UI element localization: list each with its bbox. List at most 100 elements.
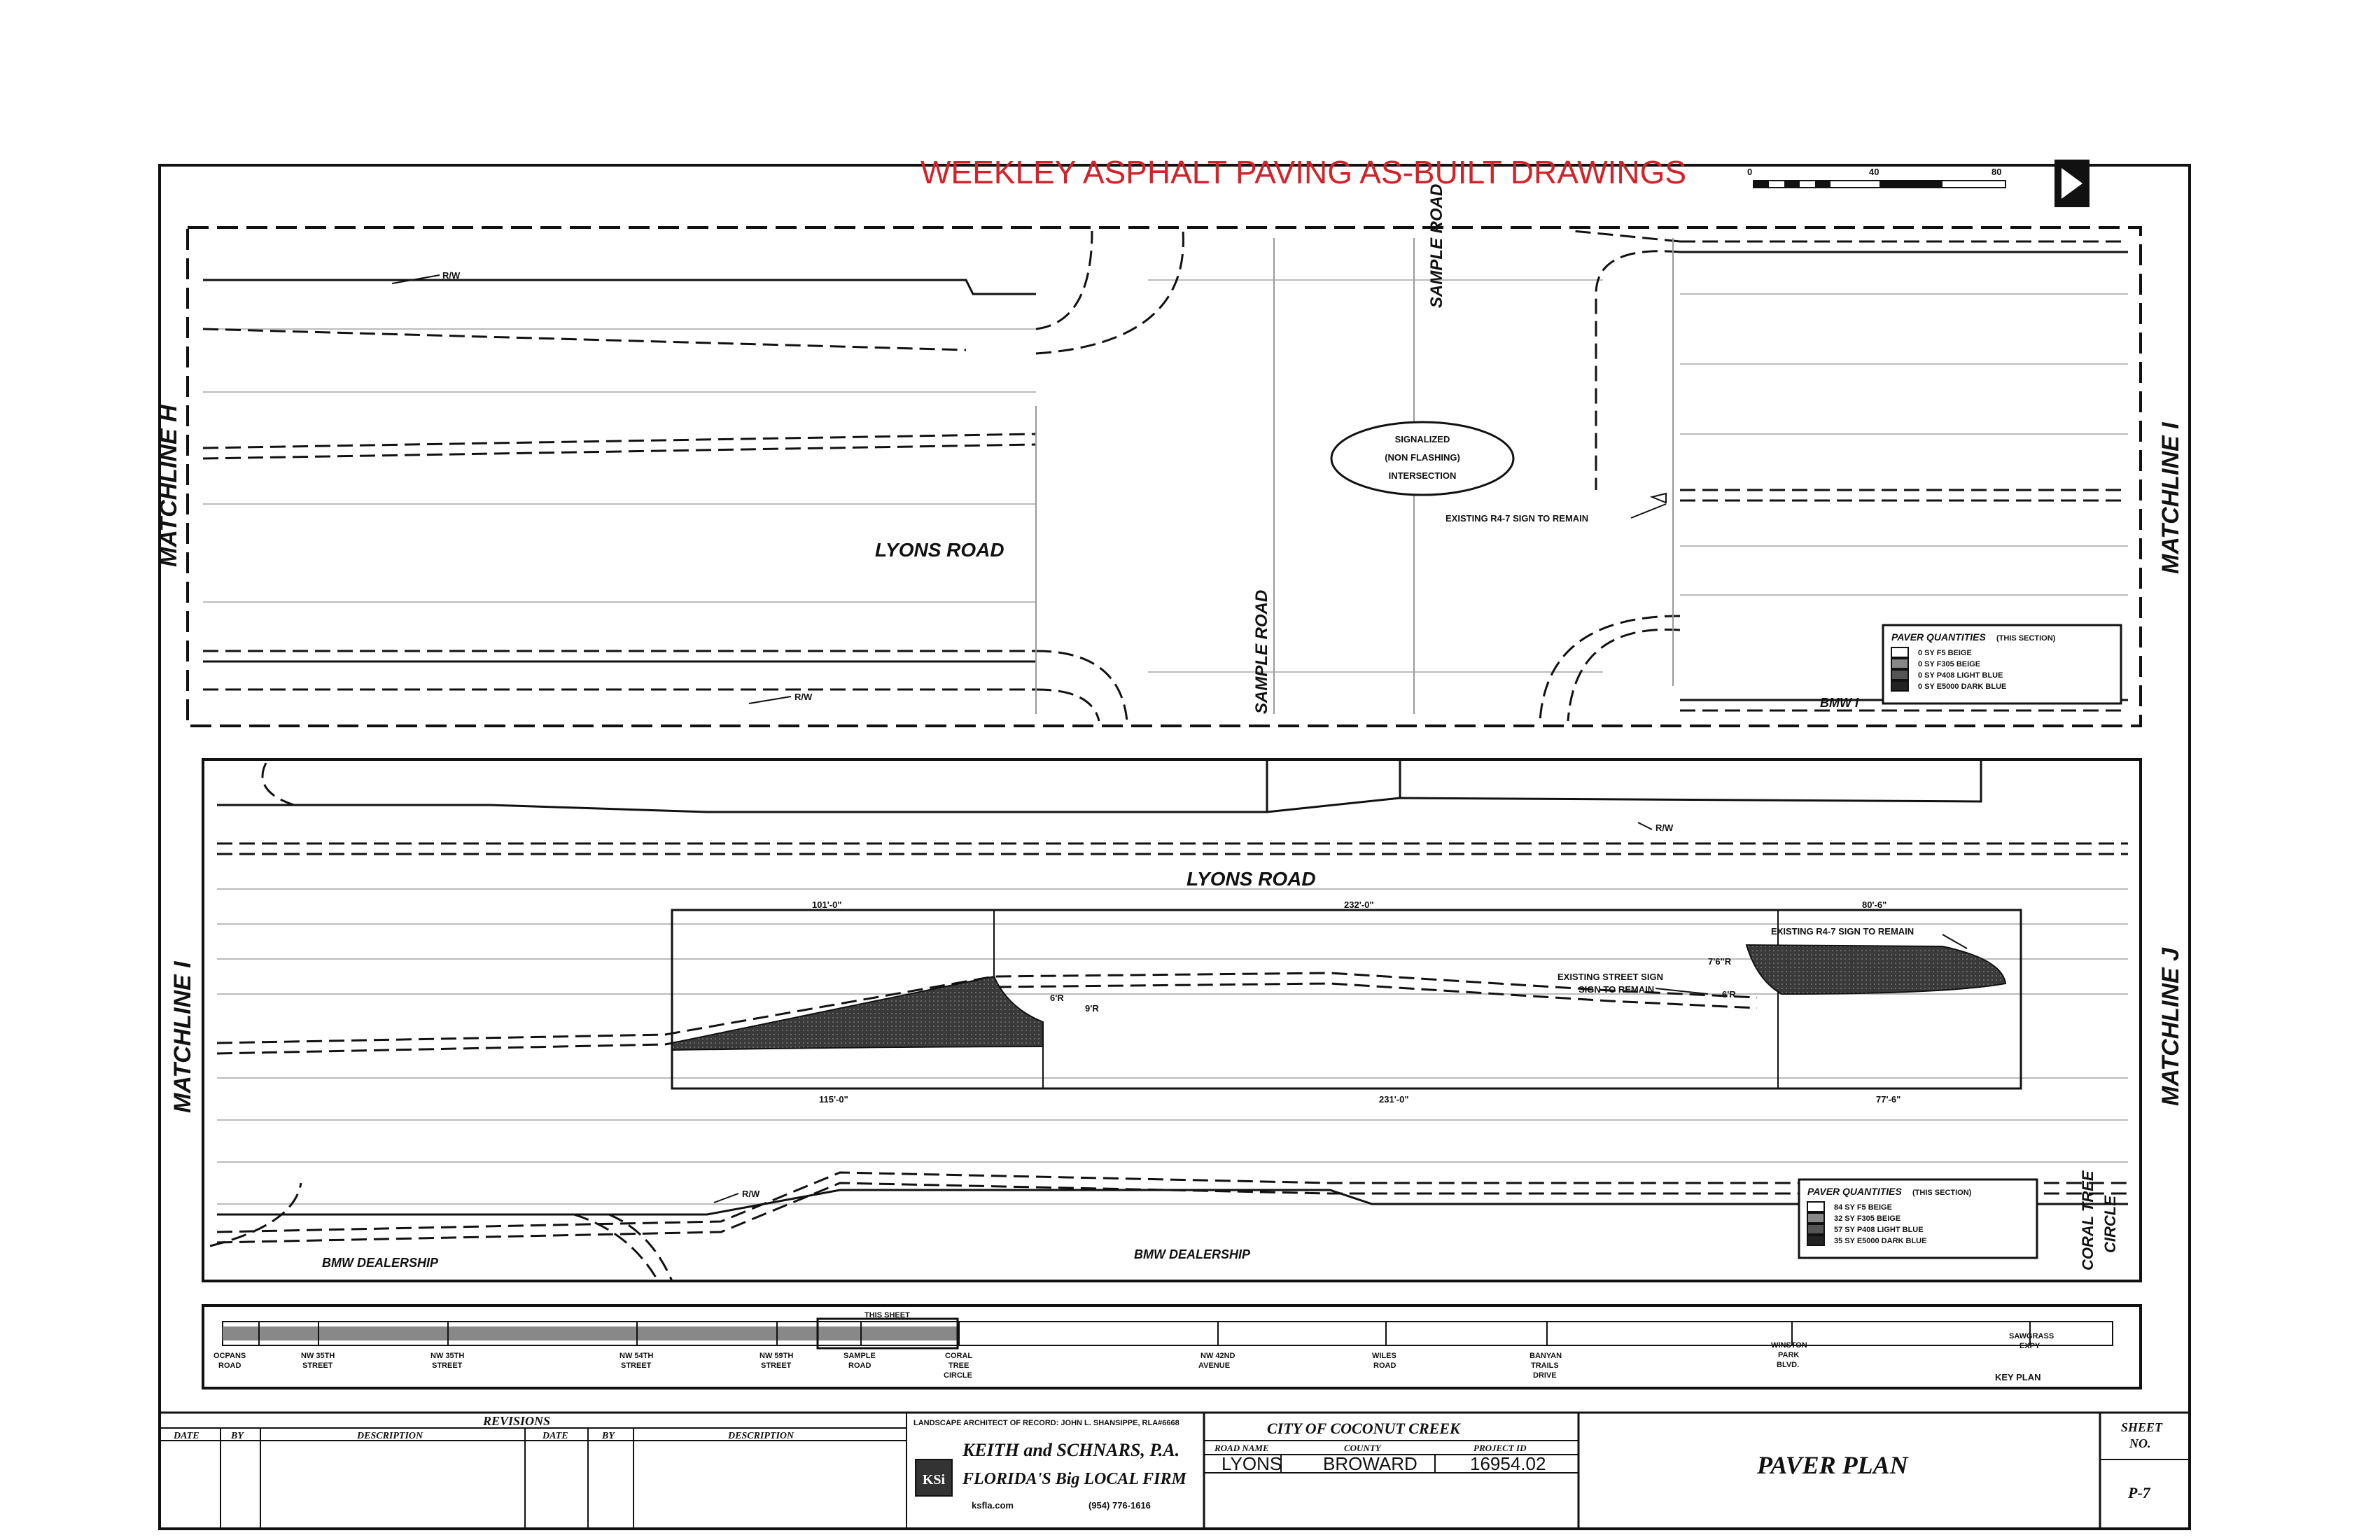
firm-website: ksfla.com bbox=[972, 1500, 1014, 1511]
top-plan: MATCHLINE H MATCHLINE I LYONS ROAD SAMPL… bbox=[155, 184, 2184, 727]
road-name-value: LYONS bbox=[1222, 1453, 1282, 1474]
svg-text:STREET: STREET bbox=[621, 1362, 652, 1370]
top-qty-p408: 0 SY P408 LIGHT BLUE bbox=[1918, 671, 2003, 680]
svg-text:TREE: TREE bbox=[948, 1362, 969, 1370]
svg-text:STREET: STREET bbox=[761, 1362, 792, 1370]
svg-text:TRAILS: TRAILS bbox=[1531, 1362, 1559, 1370]
bottom-qty-e5000: 35 SY E5000 DARK BLUE bbox=[1834, 1237, 1926, 1245]
project-id-value: 16954.02 bbox=[1470, 1453, 1546, 1474]
top-qty-e5000: 0 SY E5000 DARK BLUE bbox=[1918, 682, 2006, 691]
dim-bottom-1: 115'-0" bbox=[819, 1094, 848, 1105]
top-qty-f305: 0 SY F305 BEIGE bbox=[1918, 660, 1980, 668]
key-plan: THIS SHEET OCPANS ROAD NW 35TH STREET NW… bbox=[202, 1304, 2142, 1390]
svg-text:PARK: PARK bbox=[1778, 1351, 1799, 1359]
bmw-label-top: BMW I bbox=[1820, 696, 1859, 710]
signal-callout bbox=[1330, 421, 1515, 496]
rw-label-bottom-top: R/W bbox=[1656, 822, 1674, 833]
rw-label-bottom: R/W bbox=[742, 1189, 760, 1199]
signal-note-line3: INTERSECTION bbox=[1389, 470, 1457, 481]
svg-text:STREET: STREET bbox=[302, 1362, 333, 1370]
revisions-label: REVISIONS bbox=[482, 1414, 550, 1428]
street-sign-note-1: EXISTING STREET SIGN bbox=[1558, 972, 1663, 982]
svg-text:ROAD: ROAD bbox=[218, 1362, 241, 1370]
radius-label-4: 6'R bbox=[1722, 989, 1736, 1000]
bmw-dealership-right: BMW DEALERSHIP bbox=[1134, 1247, 1251, 1261]
svg-text:ROAD: ROAD bbox=[1373, 1362, 1396, 1370]
north-arrow-icon bbox=[2054, 160, 2090, 207]
drawing-title: WEEKLEY ASPHALT PAVING AS-BUILT DRAWINGS bbox=[920, 154, 1686, 190]
bmw-dealership-left: BMW DEALERSHIP bbox=[322, 1256, 439, 1270]
firm-logo: KSi bbox=[915, 1459, 953, 1497]
rw-label-top: R/W bbox=[442, 270, 461, 281]
lyons-road-label-top: LYONS ROAD bbox=[875, 539, 1004, 561]
key-plan-street-labels: OCPANS ROAD NW 35TH STREET NW 35TH STREE… bbox=[214, 1332, 2054, 1380]
dim-top-2: 232'-0" bbox=[1344, 899, 1374, 910]
rev-date-col-2: DATE bbox=[542, 1431, 568, 1441]
svg-text:BANYAN: BANYAN bbox=[1530, 1352, 1562, 1360]
svg-text:STREET: STREET bbox=[432, 1362, 463, 1370]
svg-text:SAWGRASS: SAWGRASS bbox=[2009, 1332, 2054, 1340]
rev-desc-col-2: DESCRIPTION bbox=[727, 1431, 794, 1441]
signal-note-line1: SIGNALIZED bbox=[1395, 434, 1450, 444]
radius-label-1: 6'R bbox=[1050, 993, 1064, 1003]
dim-top-1: 101'-0" bbox=[812, 899, 842, 910]
svg-text:NW 59TH: NW 59TH bbox=[760, 1352, 793, 1360]
svg-text:CORAL: CORAL bbox=[945, 1352, 972, 1360]
lyons-road-label-bottom: LYONS ROAD bbox=[1186, 868, 1316, 890]
sign-note-top: EXISTING R4-7 SIGN TO REMAIN bbox=[1446, 513, 1588, 524]
top-quantities-subtitle: (THIS SECTION) bbox=[1996, 634, 2056, 643]
svg-text:DRIVE: DRIVE bbox=[1533, 1371, 1557, 1380]
svg-text:NW 42ND: NW 42ND bbox=[1200, 1352, 1236, 1360]
rev-date-col-1: DATE bbox=[173, 1431, 200, 1441]
svg-text:ROAD: ROAD bbox=[848, 1362, 871, 1370]
radius-label-3: 7'6"R bbox=[1708, 956, 1732, 967]
street-sign-note-2: SIGN TO REMAIN bbox=[1578, 984, 1654, 995]
svg-text:EXPY: EXPY bbox=[2019, 1342, 2040, 1350]
sample-road-label-south: SAMPLE ROAD bbox=[1252, 590, 1271, 714]
bottom-quantities-subtitle: (THIS SECTION) bbox=[1912, 1189, 1972, 1197]
svg-text:WINSTON: WINSTON bbox=[1771, 1341, 1807, 1350]
top-plan-frame bbox=[186, 226, 2142, 727]
matchline-i-label: MATCHLINE I bbox=[2157, 421, 2184, 574]
bottom-quantities-title: PAVER QUANTITIES bbox=[1807, 1186, 1902, 1197]
rev-by-col-2: BY bbox=[601, 1431, 615, 1441]
sheet-label-2: NO. bbox=[2129, 1436, 2151, 1450]
bottom-qty-f305: 32 SY F305 BEIGE bbox=[1834, 1214, 1900, 1223]
top-quantities-title: PAVER QUANTITIES bbox=[1891, 631, 1986, 643]
rev-by-col-1: BY bbox=[230, 1431, 244, 1441]
matchline-i-bottom-label: MATCHLINE I bbox=[169, 960, 196, 1113]
svg-text:WILES: WILES bbox=[1372, 1352, 1396, 1360]
dim-bottom-3: 77'-6" bbox=[1876, 1094, 1900, 1105]
firm-phone: (954) 776-1616 bbox=[1088, 1500, 1151, 1511]
paver-limits-frame bbox=[671, 909, 2022, 1090]
scale-label-80: 80 bbox=[1991, 167, 2001, 177]
top-qty-f5: 0 SY F5 BEIGE bbox=[1918, 649, 1972, 657]
sample-road-label-north: SAMPLE ROAD bbox=[1427, 184, 1446, 308]
svg-text:NW 54TH: NW 54TH bbox=[620, 1352, 653, 1360]
bottom-plan: 101'-0" 232'-0" 80'-6" 115'-0" 231'-0" 7… bbox=[169, 758, 2184, 1282]
county-label: COUNTY bbox=[1344, 1443, 1382, 1453]
scale-bar: 0 40 80 bbox=[1747, 167, 2006, 188]
dim-bottom-2: 231'-0" bbox=[1379, 1094, 1409, 1105]
key-plan-this-sheet-label: THIS SHEET bbox=[864, 1311, 910, 1320]
sheet-label-1: SHEET bbox=[2121, 1420, 2163, 1434]
road-name-label: ROAD NAME bbox=[1214, 1443, 1269, 1453]
firm-name: KEITH and SCHNARS, P.A. bbox=[962, 1440, 1180, 1460]
top-quantities-legend: PAVER QUANTITIES (THIS SECTION) 0 SY F5 … bbox=[1882, 624, 2122, 705]
svg-text:BLVD.: BLVD. bbox=[1777, 1361, 1799, 1369]
rw-label-top-south: R/W bbox=[794, 692, 813, 702]
scale-label-40: 40 bbox=[1869, 167, 1879, 177]
bottom-quantities-legend: PAVER QUANTITIES (THIS SECTION) 84 SY F5… bbox=[1798, 1178, 2038, 1259]
svg-text:NW 35TH: NW 35TH bbox=[430, 1352, 464, 1360]
svg-text:SAMPLE: SAMPLE bbox=[844, 1352, 876, 1360]
bottom-qty-p408: 57 SY P408 LIGHT BLUE bbox=[1834, 1226, 1924, 1234]
svg-text:AVENUE: AVENUE bbox=[1198, 1362, 1230, 1370]
bottom-qty-f5: 84 SY F5 BEIGE bbox=[1834, 1203, 1892, 1212]
bottom-plan-frame bbox=[202, 758, 2142, 1282]
rev-desc-col-1: DESCRIPTION bbox=[356, 1431, 424, 1441]
key-plan-title: KEY PLAN bbox=[1995, 1372, 2041, 1382]
sheet-title: PAVER PLAN bbox=[1756, 1451, 1910, 1479]
svg-text:NW 35TH: NW 35TH bbox=[301, 1352, 335, 1360]
key-plan-this-sheet-box bbox=[816, 1317, 959, 1350]
